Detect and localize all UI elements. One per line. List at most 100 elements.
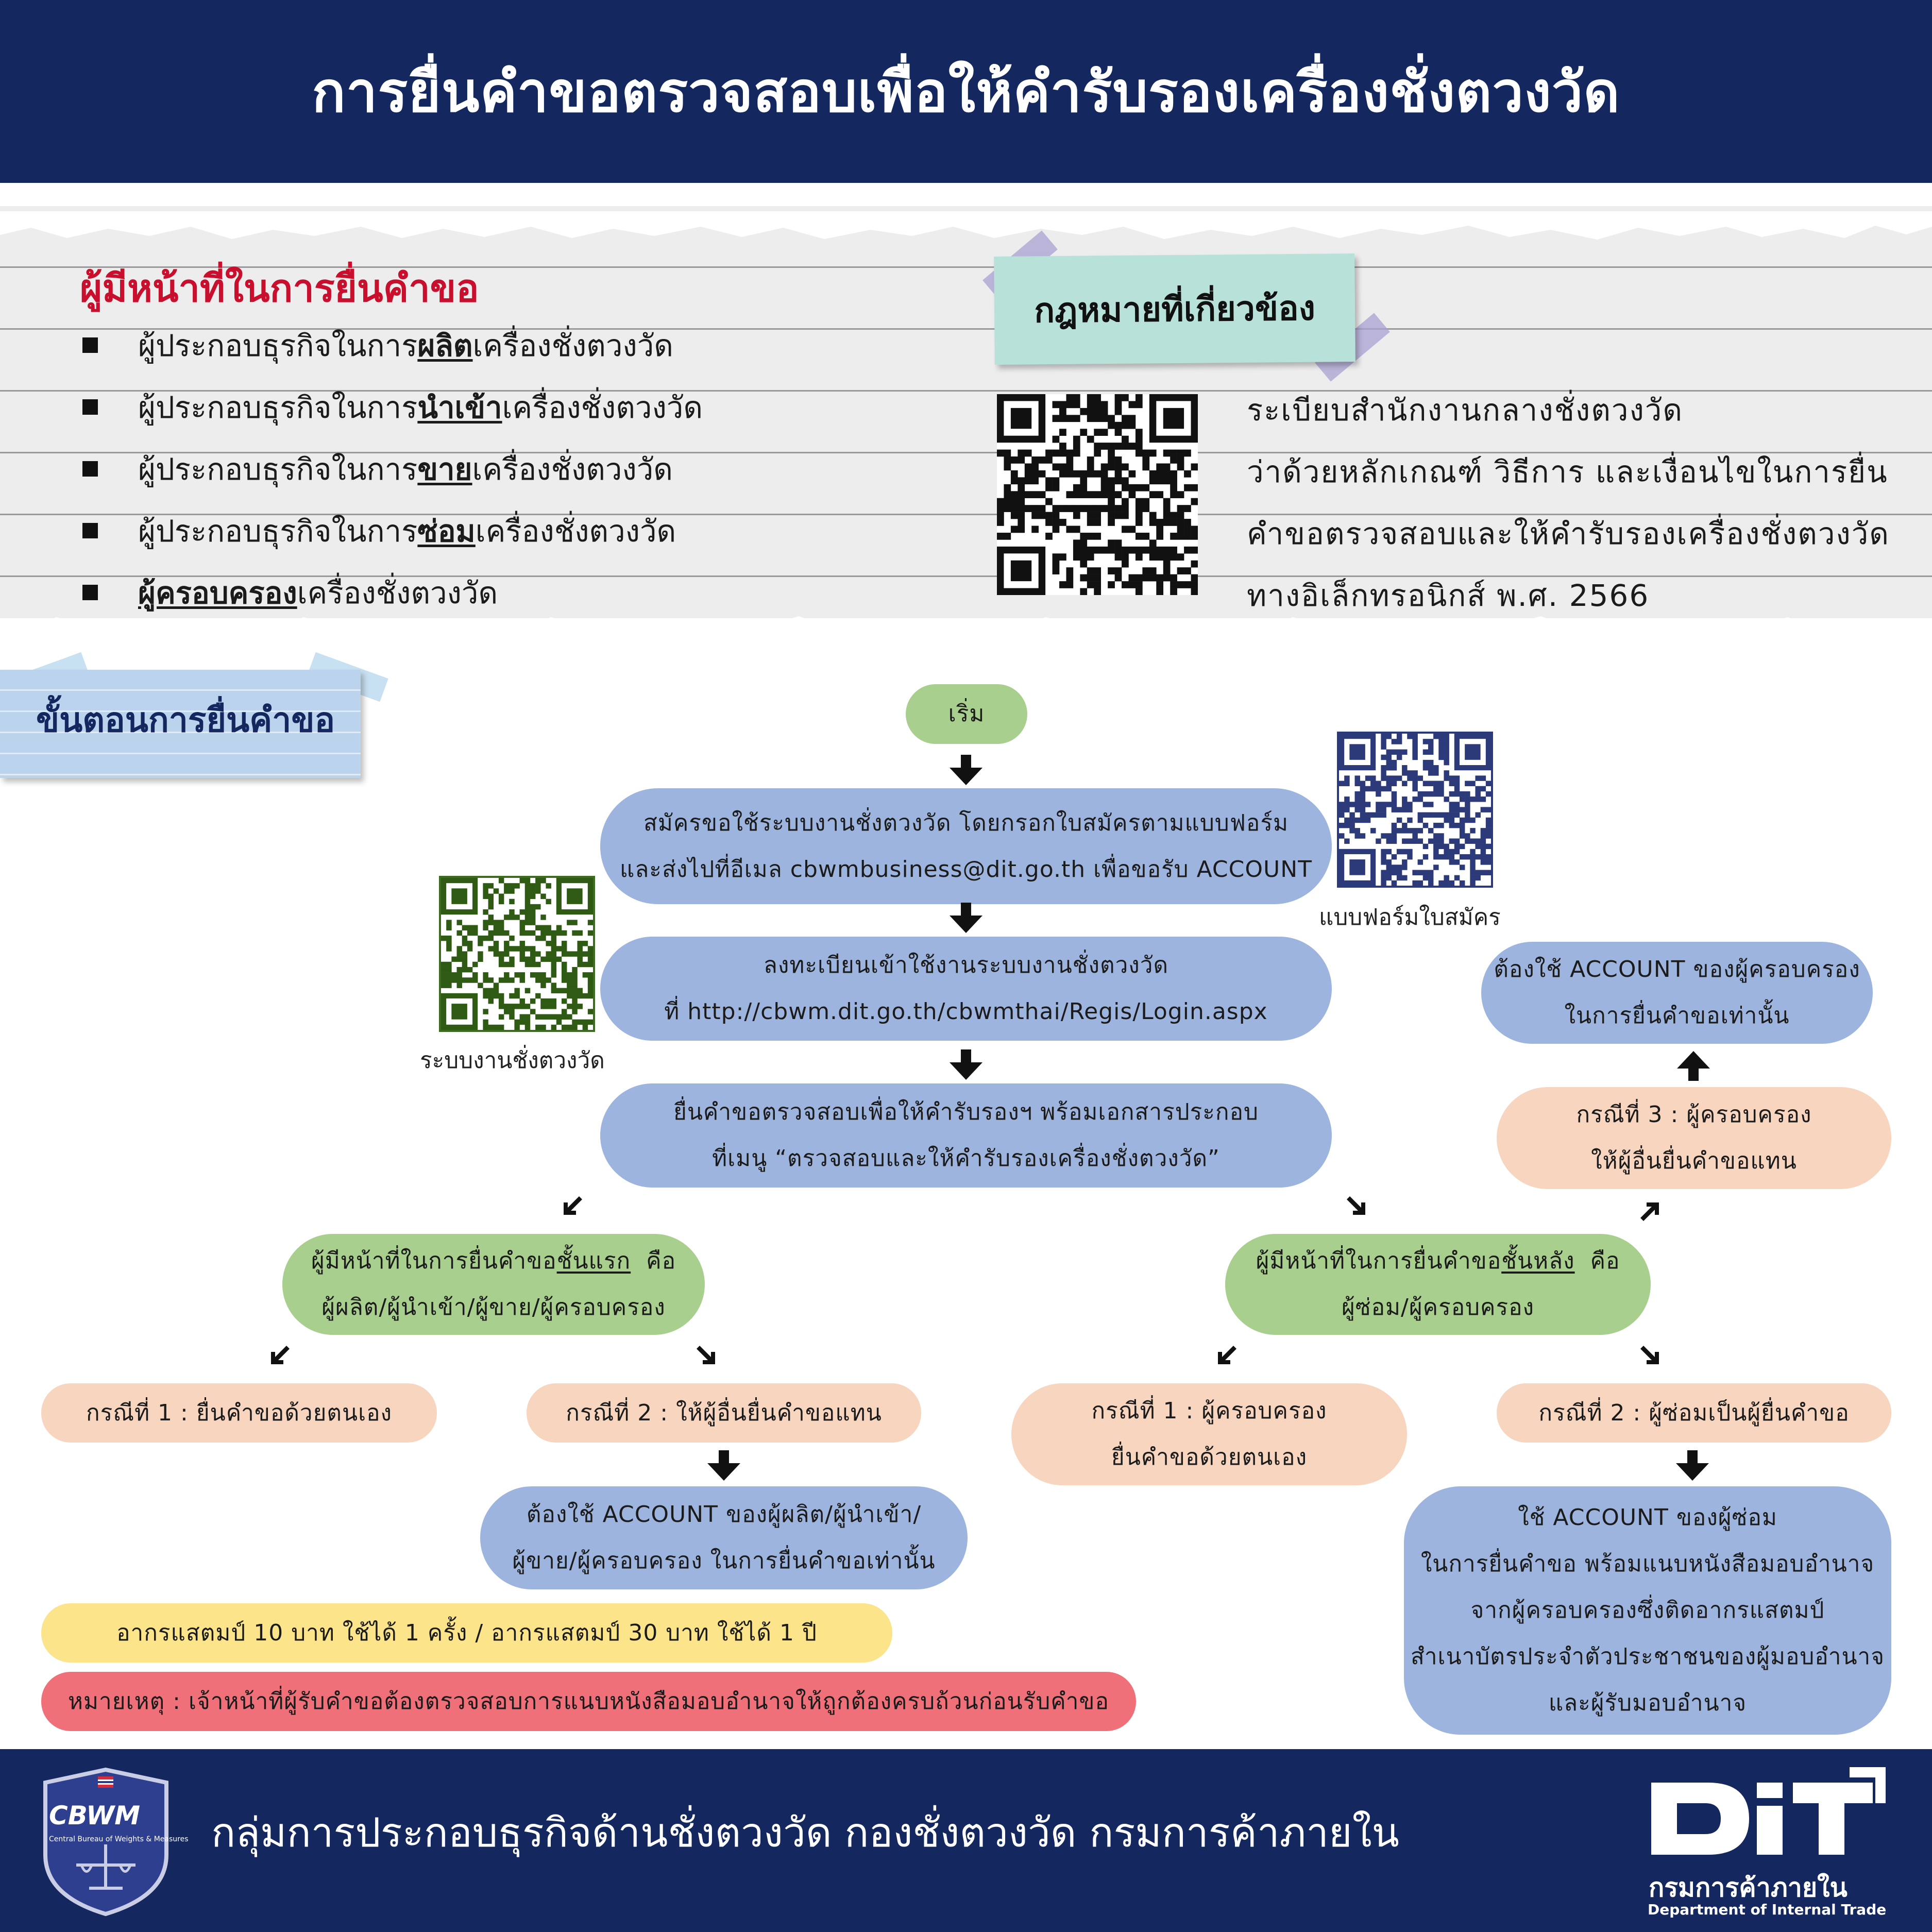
arrow-icon — [1677, 1051, 1710, 1069]
flow-first-tier: ผู้มีหน้าที่ในการยื่นคำขอชั้นแรก คือ ผู้… — [282, 1234, 705, 1335]
flow-text: ต้องใช้ ACCOUNT ของผู้ครอบครอง — [1494, 956, 1860, 982]
flow-text: กรณีที่ 3 : ผู้ครอบครอง — [1576, 1101, 1812, 1128]
qr-caption-form: แบบฟอร์มใบสมัคร — [1319, 904, 1501, 930]
flow-text: สำเนาบัตรประจำตัวประชาชนของผู้มอบอำนาจ — [1410, 1643, 1885, 1670]
header-banner — [0, 0, 1932, 183]
flow-text: ผู้ขาย/ผู้ครอบครอง ในการยื่นคำขอเท่านั้น — [512, 1548, 936, 1574]
torn-edge-top — [0, 211, 1932, 240]
flow-login: ลงทะเบียนเข้าใช้งานระบบงานชั่งตวงวัด ที่… — [600, 937, 1332, 1041]
flow-submit: ยื่นคำขอตรวจสอบเพื่อให้คำรับรองฯ พร้อมเอ… — [600, 1083, 1332, 1188]
dit-logo-thai: กรมการค้าภายใน — [1649, 1873, 1848, 1903]
flow-text: ลงทะเบียนเข้าใช้งานระบบงานชั่งตวงวัด — [763, 952, 1169, 978]
arrow-icon — [719, 1450, 729, 1464]
duty-text: เครื่องชั่งตวงวัด — [502, 389, 703, 425]
duty-emphasis: ผลิต — [417, 328, 473, 363]
arrow-icon — [1688, 1067, 1699, 1081]
flow-right-case2: กรณีที่ 2 : ผู้ซ่อมเป็นผู้ยื่นคำขอ — [1497, 1383, 1891, 1443]
flow-right-case2-result: ใช้ ACCOUNT ของผู้ซ่อม ในการยื่นคำขอ พร้… — [1404, 1486, 1891, 1735]
cbwm-shield-logo-icon — [43, 1767, 168, 1917]
duty-emphasis: ซ่อม — [417, 513, 476, 549]
duty-emphasis: ขาย — [417, 451, 472, 487]
flow-text: ใช้ ACCOUNT ของผู้ซ่อม — [1518, 1504, 1777, 1531]
cbwm-logo-subtext: Central Bureau of Weights & Measures — [49, 1835, 189, 1843]
flow-second-tier: ผู้มีหน้าที่ในการยื่นคำขอชั้นหลัง คือ ผู… — [1225, 1234, 1651, 1335]
arrow-icon — [271, 1346, 290, 1364]
arrow-icon — [707, 1463, 740, 1481]
arrow-icon — [697, 1346, 715, 1364]
flow-text: ต้องใช้ ACCOUNT ของผู้ผลิต/ผู้นำเข้า/ — [526, 1501, 922, 1528]
dit-logo-english: Department of Internal Trade — [1648, 1901, 1887, 1918]
dit-logo-icon — [1651, 1767, 1886, 1855]
flow-right-case3: กรณีที่ 3 : ผู้ครอบครอง ให้ผู้อื่นยื่นคำ… — [1497, 1087, 1891, 1189]
flow-text: สมัครขอใช้ระบบงานชั่งตวงวัด โดยกรอกใบสมั… — [643, 809, 1289, 836]
flow-text: ในการยื่นคำขอเท่านั้น — [1564, 1003, 1790, 1029]
duty-item-possessor: ผู้ครอบครองเครื่องชั่งตวงวัด — [82, 564, 498, 621]
duty-text: ผู้ประกอบธุรกิจในการ — [138, 513, 418, 549]
flow-right-case3-result: ต้องใช้ ACCOUNT ของผู้ครอบครอง ในการยื่น… — [1481, 942, 1873, 1044]
flow-text: ผู้ผลิต/ผู้นำเข้า/ผู้ขาย/ผู้ครอบครอง — [321, 1294, 666, 1320]
arrow-icon — [1640, 1202, 1659, 1221]
page-title: การยื่นคำขอตรวจสอบเพื่อให้คำรับรองเครื่อ… — [312, 60, 1620, 125]
flow-text: กรณีที่ 1 : ยื่นคำขอด้วยตนเอง — [86, 1399, 393, 1426]
arrow-icon — [961, 903, 971, 916]
flow-text: และผู้รับมอบอำนาจ — [1548, 1690, 1747, 1716]
flow-text[interactable]: ที่ http://cbwm.dit.go.th/cbwmthai/Regis… — [664, 998, 1268, 1025]
flow-text: ที่เมนู “ตรวจสอบและให้คำรับรองเครื่องชั่… — [712, 1145, 1220, 1172]
qr-code-icon[interactable] — [997, 394, 1198, 595]
law-line: ว่าด้วยหลักเกณฑ์ วิธีการ และเงื่อนไขในกา… — [1247, 454, 1888, 489]
flow-left-case2-result: ต้องใช้ ACCOUNT ของผู้ผลิต/ผู้นำเข้า/ ผู… — [480, 1486, 968, 1589]
duty-emphasis: นำเข้า — [417, 389, 502, 425]
duty-text: เครื่องชั่งตวงวัด — [297, 575, 498, 611]
flow-text: กรณีที่ 1 : ผู้ครอบครอง — [1091, 1398, 1327, 1424]
duty-text: เครื่องชั่งตวงวัด — [472, 451, 673, 487]
square-bullet-icon — [82, 461, 98, 477]
arrow-icon — [1347, 1196, 1365, 1215]
duty-text: ผู้ประกอบธุรกิจในการ — [138, 451, 418, 487]
duty-item-import: ผู้ประกอบธุรกิจในการนำเข้าเครื่องชั่งตวง… — [82, 379, 703, 435]
arrow-icon — [1640, 1346, 1659, 1364]
law-line: ทางอิเล็กทรอนิกส์ พ.ศ. 2566 — [1247, 578, 1650, 613]
flow-text: จากผู้ครอบครองซึ่งติดอากรแสตมป์ — [1470, 1597, 1825, 1623]
duty-emphasis: ผู้ครอบครอง — [138, 575, 297, 611]
steps-label: ขั้นตอนการยื่นคำขอ — [36, 700, 335, 740]
square-bullet-icon — [82, 399, 98, 415]
flow-text: อากรแสตมป์ 10 บาท ใช้ได้ 1 ครั้ง / อากรแ… — [116, 1619, 817, 1646]
flow-text: กรณีที่ 2 : ให้ผู้อื่นยื่นคำขอแทน — [566, 1399, 882, 1426]
stamp-duty-note: อากรแสตมป์ 10 บาท ใช้ได้ 1 ครั้ง / อากรแ… — [41, 1603, 892, 1663]
arrow-icon — [950, 768, 982, 785]
steps-label-note — [0, 670, 361, 778]
law-heading-note: กฎหมายที่เกี่ยวข้อง — [994, 253, 1355, 365]
arrow-icon — [1676, 1463, 1709, 1481]
duty-item-manufacture: ผู้ประกอบธุรกิจในการผลิตเครื่องชั่งตวงวั… — [82, 317, 673, 374]
footer-bar — [0, 1749, 1932, 1932]
duty-text: เครื่องชั่งตวงวัด — [472, 328, 673, 363]
arrow-icon — [961, 1049, 971, 1063]
law-line: คำขอตรวจสอบและให้คำรับรองเครื่องชั่งตวงว… — [1247, 516, 1890, 551]
flow-register: สมัครขอใช้ระบบงานชั่งตวงวัด โดยกรอกใบสมั… — [600, 788, 1332, 904]
arrow-icon — [950, 1062, 982, 1080]
flow-text: ผู้มีหน้าที่ในการยื่นคำขอชั้นหลัง คือ — [1256, 1248, 1620, 1274]
flow-text: ในการยื่นคำขอ พร้อมแนบหนังสือมอบอำนาจ — [1420, 1551, 1875, 1577]
qr-code-icon[interactable] — [439, 876, 595, 1032]
torn-edge-bottom — [0, 616, 1932, 649]
flow-text: ผู้ซ่อม/ผู้ครอบครอง — [1341, 1294, 1535, 1320]
flow-left-case2: กรณีที่ 2 : ให้ผู้อื่นยื่นคำขอแทน — [527, 1383, 921, 1443]
arrow-icon — [1687, 1450, 1698, 1464]
arrow-icon — [564, 1196, 582, 1215]
arrow-icon — [1218, 1346, 1236, 1364]
remark-note: หมายเหตุ : เจ้าหน้าที่ผู้รับคำขอต้องตรวจ… — [41, 1672, 1136, 1731]
square-bullet-icon — [82, 585, 98, 600]
qr-code-icon[interactable] — [1337, 732, 1493, 888]
cbwm-logo-text: CBWM — [49, 1801, 140, 1831]
duties-heading: ผู้มีหน้าที่ในการยื่นคำขอ — [80, 266, 479, 311]
flow-left-case1: กรณีที่ 1 : ยื่นคำขอด้วยตนเอง — [41, 1383, 437, 1443]
square-bullet-icon — [82, 337, 98, 353]
flow-text: ผู้มีหน้าที่ในการยื่นคำขอชั้นแรก คือ — [311, 1248, 676, 1274]
flow-text: และส่งไปที่อีเมล cbwmbusiness@dit.go.th … — [619, 856, 1312, 883]
flow-text: กรณีที่ 2 : ผู้ซ่อมเป็นผู้ยื่นคำขอ — [1538, 1399, 1850, 1426]
law-line: ระเบียบสำนักงานกลางชั่งตวงวัด — [1247, 392, 1684, 428]
flow-text: ให้ผู้อื่นยื่นคำขอแทน — [1591, 1148, 1797, 1174]
duty-text: เครื่องชั่งตวงวัด — [475, 513, 676, 549]
footer-organization-text: กลุ่มการประกอบธุรกิจด้านชั่งตวงวัด กองชั… — [211, 1810, 1399, 1856]
arrow-icon — [950, 916, 982, 933]
